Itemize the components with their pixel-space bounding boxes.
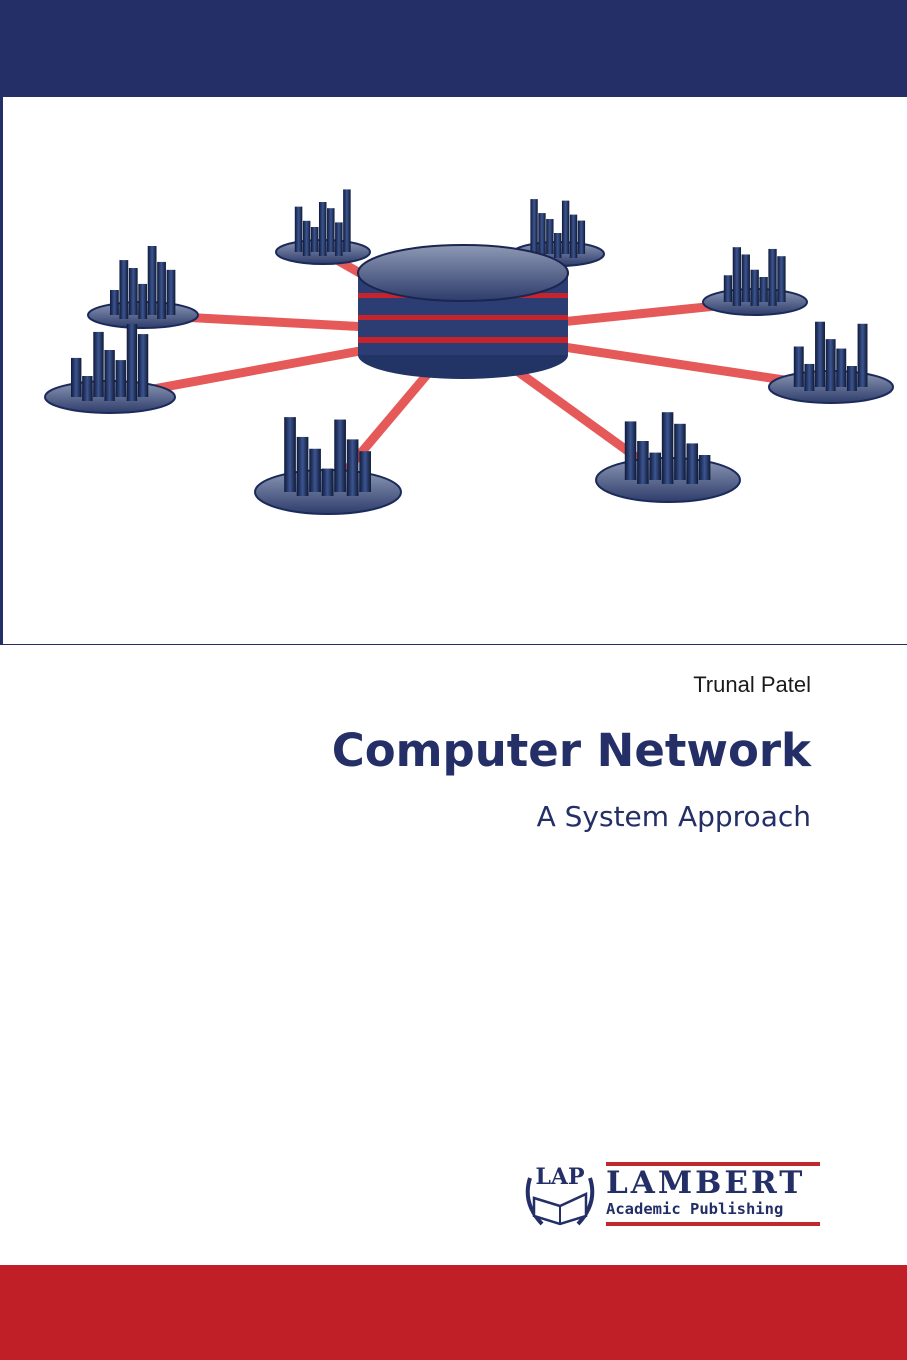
book-title: Computer Network — [331, 724, 811, 777]
publisher-tagline: Academic Publishing — [606, 1200, 784, 1218]
open-book-laurel-icon: LAP — [525, 1164, 595, 1226]
network-node — [254, 417, 402, 515]
logo-rule-top — [606, 1162, 820, 1166]
network-node — [87, 246, 199, 329]
bottom-color-band — [0, 1265, 907, 1360]
network-node — [275, 189, 371, 265]
logo-rule-bottom — [606, 1222, 820, 1226]
network-node — [595, 412, 741, 503]
central-server — [357, 244, 569, 379]
network-node — [768, 321, 894, 404]
cover-illustration — [0, 97, 907, 645]
svg-text:LAP: LAP — [535, 1164, 584, 1190]
network-hub-icon — [44, 189, 894, 515]
book-subtitle: A System Approach — [536, 800, 811, 833]
network-node — [702, 247, 808, 316]
publisher-logo: LAP LAMBERT Academic Publishing — [520, 1158, 825, 1234]
top-color-band — [0, 0, 907, 97]
publisher-name: LAMBERT — [606, 1165, 806, 1201]
author-name: Trunal Patel — [693, 672, 811, 697]
network-node — [44, 324, 176, 414]
